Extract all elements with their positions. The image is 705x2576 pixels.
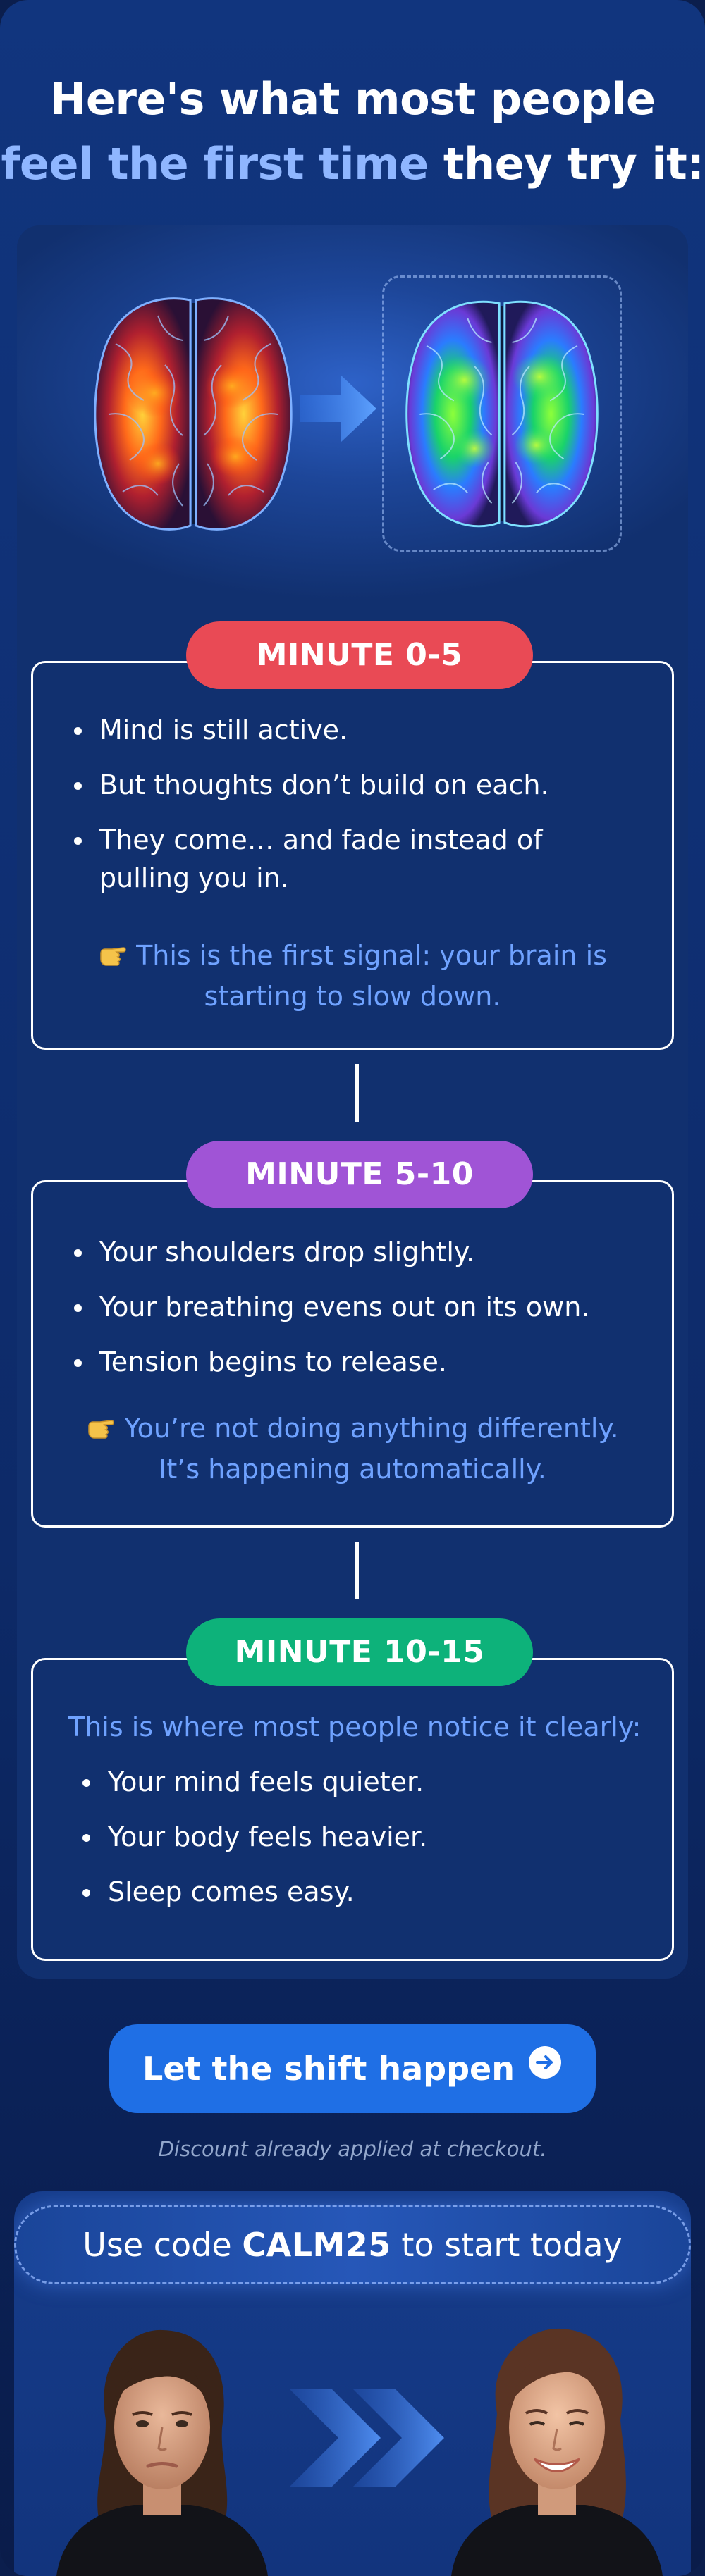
headline-line-1: Here's what most people: [49, 73, 656, 125]
step-1-note-line-1: This is the first signal: your brain is: [136, 940, 607, 971]
promo-suffix: to start today: [391, 2226, 623, 2264]
stressed-brain-image: [94, 297, 293, 531]
promo-code-banner: Use code CALM25 to start today: [14, 2205, 691, 2284]
step-label-minute-5-10: MINUTE 5-10: [186, 1141, 533, 1208]
step-1-note: This is the first signal: your brain is …: [47, 935, 658, 1017]
list-item: Your breathing evens out on its own.: [73, 1288, 637, 1326]
promo-prefix: Use code: [82, 2226, 243, 2264]
step-card-minute-5-10: Your shoulders drop slightly. Your breat…: [31, 1180, 674, 1528]
pointing-hand-icon: [98, 935, 129, 976]
step-card-minute-10-15: This is where most people notice it clea…: [31, 1658, 674, 1961]
step-label-minute-0-5: MINUTE 0-5: [186, 621, 533, 689]
promo-code: CALM25: [242, 2226, 391, 2264]
step-1-note-line-2: starting to slow down.: [204, 981, 501, 1012]
arrow-right-circle-icon: [527, 2024, 563, 2113]
step-2-bullets: Your shoulders drop slightly. Your breat…: [73, 1233, 637, 1398]
step-3-bullets: Your mind feels quieter. Your body feels…: [81, 1763, 645, 1928]
step-2-note: You’re not doing anything differently. I…: [47, 1408, 658, 1490]
step-2-note-line-1: You’re not doing anything differently.: [124, 1413, 619, 1444]
step-card-minute-0-5: Mind is still active. But thoughts don’t…: [31, 661, 674, 1050]
step-1-bullets: Mind is still active. But thoughts don’t…: [73, 711, 637, 914]
pointing-hand-icon: [86, 1408, 117, 1449]
chevron-right-icon: [289, 2389, 444, 2487]
happy-woman-portrait: [451, 2328, 663, 2576]
tired-woman-portrait: [56, 2329, 268, 2576]
step-3-lead: This is where most people notice it clea…: [68, 1711, 642, 1742]
list-item: Your body feels heavier.: [81, 1818, 645, 1856]
page-headline: Here's what most people feel the first t…: [0, 67, 705, 197]
brain-comparison: [17, 225, 688, 592]
before-after-panel: Use code CALM25 to start today: [14, 2191, 691, 2576]
list-item: They come… and fade instead of pulling y…: [73, 821, 637, 897]
timeline-card: Mind is still active. But thoughts don’t…: [17, 225, 688, 1979]
headline-accent: feel the first time: [1, 138, 429, 190]
list-item: Sleep comes easy.: [81, 1873, 645, 1911]
list-item: Tension begins to release.: [73, 1343, 637, 1381]
arrow-right-icon: [300, 376, 376, 442]
list-item: Mind is still active.: [73, 711, 637, 749]
headline-line-2: feel the first time they try it:: [0, 132, 705, 197]
cta-label: Let the shift happen: [142, 2050, 515, 2088]
timeline-connector: [355, 1064, 359, 1122]
list-item: Your shoulders drop slightly.: [73, 1233, 637, 1271]
shift-cta-button[interactable]: Let the shift happen: [109, 2024, 596, 2113]
calm-brain-frame: [382, 275, 622, 552]
step-2-note-line-2: It’s happening automatically.: [159, 1454, 546, 1485]
step-label-minute-10-15: MINUTE 10-15: [186, 1618, 533, 1686]
list-item: Your mind feels quieter.: [81, 1763, 645, 1801]
list-item: But thoughts don’t build on each.: [73, 766, 637, 804]
timeline-connector: [355, 1542, 359, 1599]
headline-rest: they try it:: [428, 138, 704, 190]
calm-brain-image: [405, 300, 599, 528]
discount-disclaimer: Discount already applied at checkout.: [158, 2137, 547, 2161]
